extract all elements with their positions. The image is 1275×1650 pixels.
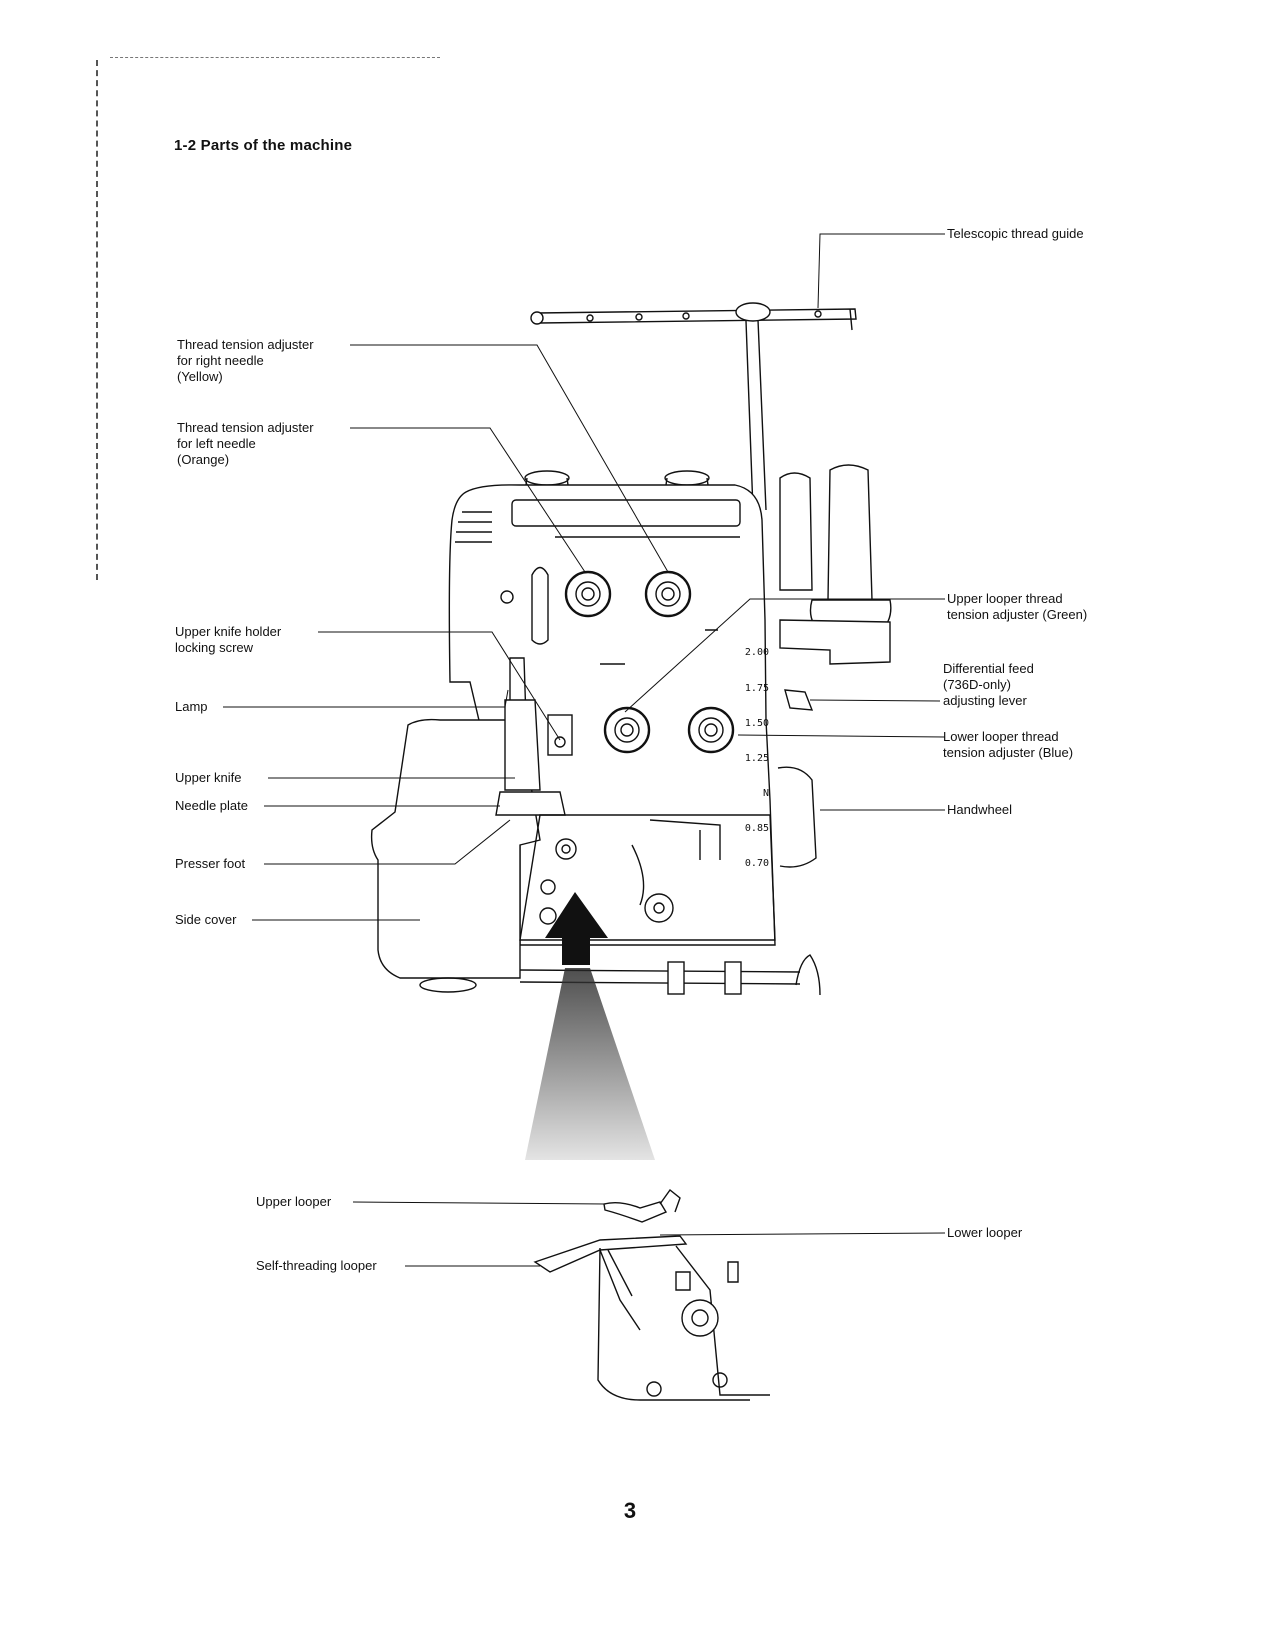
label-upper-knife-holder-screw: Upper knife holder locking screw [175, 624, 282, 655]
scale-value: 1.75 [744, 682, 769, 694]
label-handwheel: Handwheel [947, 802, 1013, 817]
label-needle-plate: Needle plate [175, 798, 248, 813]
label-telescopic-thread-guide: Telescopic thread guide [947, 226, 1084, 241]
label-tension-right-needle: Thread tension adjuster for right needle… [177, 337, 314, 384]
page-number: 3 [623, 1498, 637, 1523]
scale-value: 0.85 [744, 822, 769, 834]
scale-value: 1.50 [744, 717, 769, 729]
leader-lines [223, 233, 946, 1267]
label-lower-looper: Lower looper [947, 1225, 1023, 1240]
label-presser-foot: Presser foot [175, 856, 246, 871]
label-upper-looper-tension: Upper looper thread tension adjuster (Gr… [947, 591, 1088, 622]
label-differential-feed: Differential feed (736D-only) adjusting … [943, 661, 1034, 708]
looper-detail-drawing [533, 1188, 770, 1401]
side-cover-drawing [370, 718, 541, 979]
handwheel-drawing [777, 766, 817, 868]
section-title: 1-2 Parts of the machine [174, 137, 353, 154]
right-spools [779, 464, 892, 711]
scale-value: 0.70 [744, 858, 769, 870]
scale-value: 2.00 [744, 647, 769, 659]
scale-value: N [762, 787, 769, 799]
view-beam [525, 968, 655, 1160]
scan-artifact-line [110, 57, 440, 58]
telescopic-thread-guide-drawing [530, 302, 857, 511]
label-side-cover: Side cover [175, 912, 237, 927]
view-arrow [545, 892, 608, 965]
tension-dials [564, 570, 735, 754]
label-upper-knife: Upper knife [175, 770, 242, 785]
label-self-threading-looper: Self-threading looper [256, 1258, 377, 1273]
differential-feed-scale: 2.00 1.75 1.50 1.25 N 0.85 0.70 [733, 624, 769, 893]
binding-edge [96, 60, 101, 580]
label-tension-left-needle: Thread tension adjuster for left needle … [177, 420, 314, 467]
label-upper-looper: Upper looper [256, 1194, 332, 1209]
scale-value: 1.25 [744, 752, 769, 764]
label-lower-looper-tension: Lower looper thread tension adjuster (Bl… [943, 729, 1074, 760]
label-lamp: Lamp [175, 699, 208, 714]
